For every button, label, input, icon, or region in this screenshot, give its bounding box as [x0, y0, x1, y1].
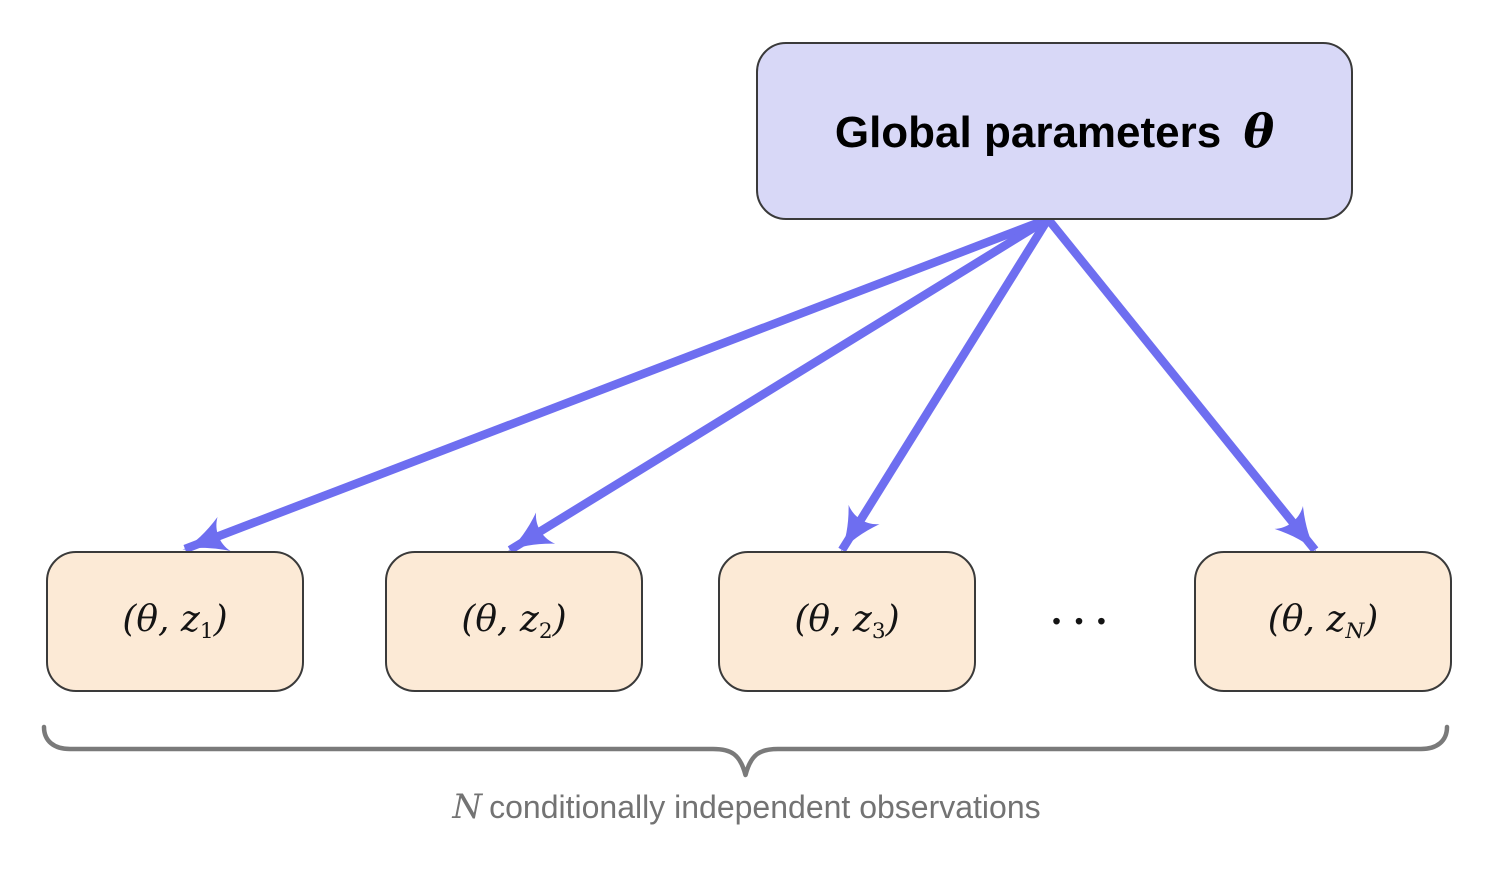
leaf-label-post: ) — [1364, 599, 1379, 641]
leaf-label-post: ) — [552, 599, 567, 641]
edge-arrow-1 — [182, 215, 1050, 553]
node-global-parameters: Global parameters θ — [756, 42, 1353, 220]
leaf-label-sub: 1 — [199, 618, 214, 644]
root-node-label: Global parameters θ — [835, 104, 1274, 158]
node-theta-zN: (θ, zN) — [1194, 551, 1452, 692]
leaf-label-pre: (θ, z — [122, 599, 200, 641]
node-theta-z1: (θ, z1) — [46, 551, 304, 692]
leaf-label-pre: (θ, z — [1267, 599, 1346, 641]
caption-text: conditionally independent observations — [489, 789, 1041, 825]
leaf-label-pre: (θ, z — [461, 599, 539, 641]
leaf-label-sub: 2 — [538, 618, 553, 644]
leaf-label: (θ, z1) — [122, 599, 227, 644]
underbrace — [41, 724, 1450, 778]
leaf-label-pre: (θ, z — [794, 599, 872, 641]
theta-symbol: θ — [1243, 104, 1275, 158]
leaf-label-sub: 3 — [871, 618, 886, 644]
leaf-label-post: ) — [885, 599, 900, 641]
node-theta-z3: (θ, z3) — [718, 551, 976, 692]
edge-arrow-4 — [1044, 216, 1319, 553]
edge-arrow-3 — [838, 216, 1052, 553]
leaf-label-post: ) — [213, 599, 228, 641]
leaf-label: (θ, z3) — [794, 599, 899, 644]
edge-arrow-2 — [507, 215, 1051, 554]
leaf-label: (θ, zN) — [1268, 599, 1379, 644]
ellipsis: • • • — [1052, 607, 1110, 634]
leaf-label-sub: N — [1345, 618, 1365, 644]
leaf-label: (θ, z2) — [461, 599, 566, 644]
root-label-text: Global parameters — [834, 108, 1222, 157]
caption-n-symbol: N — [452, 787, 483, 827]
node-theta-z2: (θ, z2) — [385, 551, 643, 692]
